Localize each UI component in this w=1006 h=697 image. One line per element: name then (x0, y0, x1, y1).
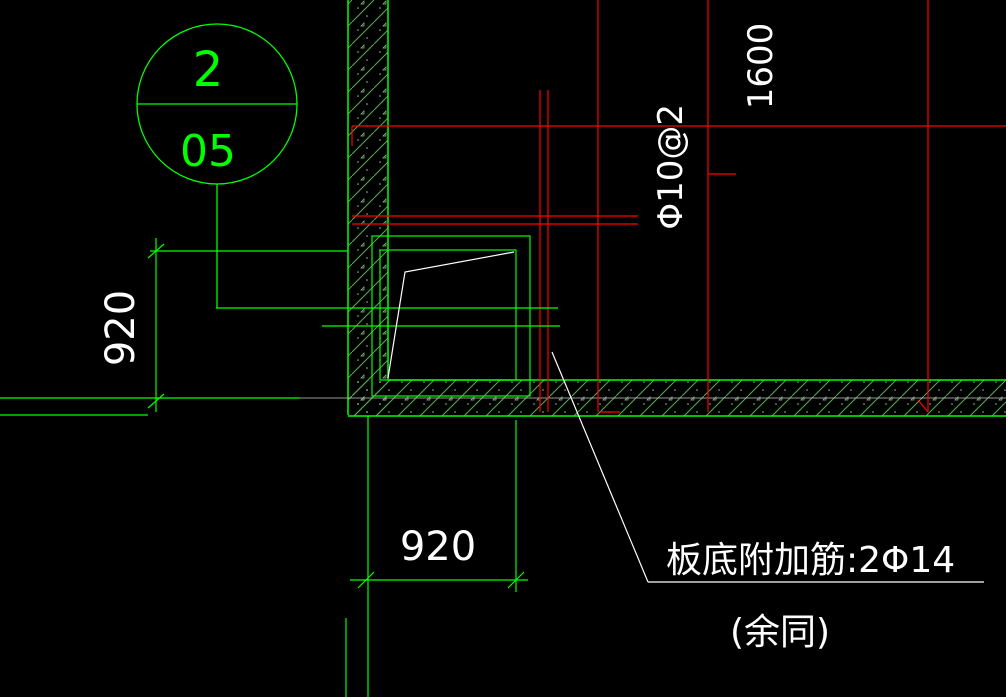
horizontal-dimension-text: 920 (400, 524, 476, 570)
vertical-dimension-text: 920 (98, 290, 144, 366)
sheet-number: 05 (180, 126, 236, 177)
same-elsewhere-note: (余同) (730, 612, 830, 653)
concrete-wall (347, 0, 389, 415)
vertical-dimension: 920 (98, 238, 165, 412)
rebar-spacing-label: Φ10@2 (651, 104, 691, 230)
rebar-length-label: 1600 (741, 23, 781, 110)
green-rebar-box (216, 235, 560, 397)
detail-index-symbol: 2 05 (136, 23, 348, 308)
detail-number: 2 (193, 42, 224, 98)
left-floor-lines (0, 397, 1006, 416)
additional-rebar-annotation: 板底附加筋:2Φ14 (666, 540, 955, 581)
annotation-leader (551, 351, 984, 583)
stirrup-sketch (387, 251, 515, 379)
red-rebar-grid (351, 0, 1006, 413)
horizontal-dimension: 920 (345, 416, 528, 697)
